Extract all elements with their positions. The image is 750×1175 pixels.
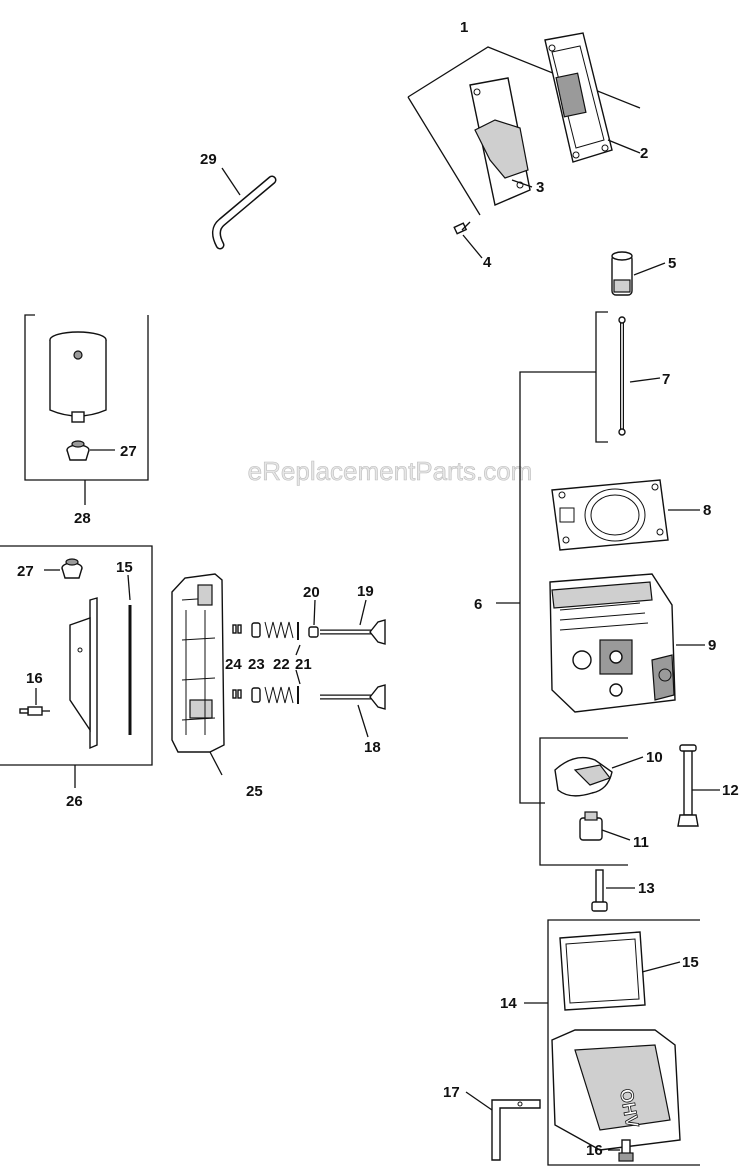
cylinder-head-part-9 (549, 573, 676, 713)
callout-3: 3 (536, 179, 544, 196)
callout-4: 4 (483, 254, 492, 271)
callout-24: 24 (225, 656, 242, 673)
push-rod-part-7 (618, 316, 626, 436)
valve-cover-part-14: OHV (551, 1029, 681, 1151)
rocker-arm-part-10 (554, 756, 613, 797)
spring-retainers-part-23 (251, 622, 261, 703)
head-gasket-part-8 (551, 479, 669, 551)
oil-filter-element (49, 331, 107, 423)
callout-27-upper: 27 (120, 443, 137, 460)
push-rod-box (595, 311, 608, 443)
breather-cover-part-3 (469, 77, 531, 206)
callout-bracket-14 (524, 919, 700, 1166)
callout-bracket-28 (24, 314, 149, 505)
callout-21: 21 (295, 656, 312, 673)
callout-20: 20 (303, 584, 320, 601)
callout-22: 22 (273, 656, 290, 673)
callout-7: 7 (662, 371, 670, 388)
exhaust-valve-part-18 (320, 684, 386, 710)
valve-springs-part-22 (264, 621, 294, 704)
breather-cover-gasket-part-2 (544, 32, 613, 163)
hydraulic-lifter-part-5 (611, 251, 633, 296)
callout-28: 28 (74, 510, 91, 527)
callout-9: 9 (708, 637, 716, 654)
valve-keepers-part-24 (232, 624, 242, 699)
callout-10: 10 (646, 749, 663, 766)
callout-13: 13 (638, 880, 655, 897)
side-cover-plate (69, 597, 98, 750)
callout-11: 11 (633, 834, 649, 851)
callout-bracket-6 (496, 371, 596, 804)
callout-15-right: 15 (682, 954, 699, 971)
callout-23: 23 (248, 656, 265, 673)
watermark: eReplacementParts.com (248, 456, 533, 486)
callout-6: 6 (474, 596, 482, 613)
screw-part-4 (453, 221, 471, 235)
callout-12: 12 (722, 782, 739, 799)
callout-19: 19 (357, 583, 374, 600)
callout-29: 29 (200, 151, 217, 168)
callout-8: 8 (703, 502, 711, 519)
screw-part-13 (591, 869, 608, 912)
callout-bracket-26 (0, 545, 153, 788)
breather-tube-part-29 (212, 175, 277, 250)
head-bolt-part-12 (677, 744, 699, 827)
callout-14: 14 (500, 995, 517, 1012)
intake-valve-part-19 (320, 619, 386, 645)
plug-part-27-upper (66, 440, 90, 461)
callout-27-lower: 27 (17, 563, 34, 580)
callout-18: 18 (364, 739, 381, 756)
callout-5: 5 (668, 255, 676, 272)
rocker-pivot-part-11 (579, 811, 603, 841)
callout-25: 25 (246, 783, 263, 800)
bracket-part-17 (491, 1099, 541, 1161)
callout-2: 2 (640, 145, 648, 162)
callout-16-right: 16 (586, 1142, 603, 1159)
plug-part-27-lower (61, 558, 83, 579)
callout-15-left: 15 (116, 559, 133, 576)
callout-1: 1 (460, 19, 468, 36)
callout-labels: 1 2 3 4 5 6 7 8 9 10 11 12 13 14 15 15 1… (17, 19, 739, 1159)
screw-part-16-left (19, 706, 50, 716)
cylinder-head-casting-part-25 (171, 573, 225, 753)
screw-part-16-right (618, 1139, 634, 1162)
callout-17: 17 (443, 1084, 460, 1101)
callout-26: 26 (66, 793, 83, 810)
rocker-box (539, 737, 628, 866)
valve-stem-seal-part-20 (308, 626, 319, 638)
callout-16-left: 16 (26, 670, 43, 687)
valve-cover-gasket-part-15 (559, 931, 646, 1011)
